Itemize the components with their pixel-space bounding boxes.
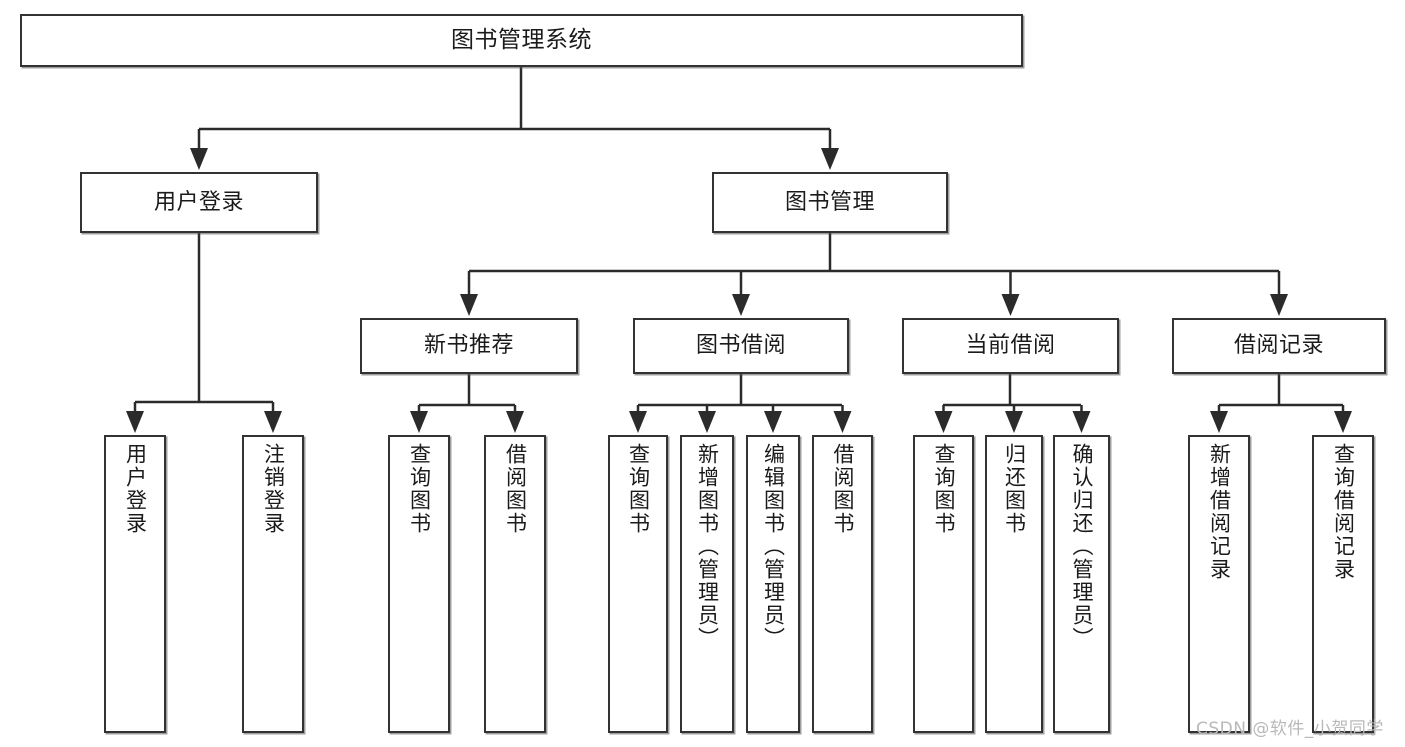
conn-root-to-level2-arrowhead — [821, 148, 839, 170]
node-leaf-query-book-3: 查询图书 — [913, 435, 974, 733]
node-label: 用户登录 — [123, 443, 148, 535]
node-leaf-user-logout: 注销登录 — [242, 435, 304, 733]
node-label: 查询图书 — [407, 443, 432, 535]
node-label: 借阅记录 — [1233, 333, 1324, 359]
conn-current-borrow-to-leaves-arrowhead — [1005, 411, 1023, 433]
node-leaf-add-book: 新增图书（管理员） — [680, 435, 734, 733]
node-label: 新增借阅记录 — [1207, 443, 1232, 581]
node-leaf-query-book-2: 查询图书 — [608, 435, 668, 733]
conn-current-borrow-to-leaves-arrowhead — [934, 411, 953, 433]
conn-borrow-record-to-leaves-arrowhead — [1210, 411, 1228, 433]
node-leaf-borrow-book-1: 借阅图书 — [484, 435, 546, 733]
node-label: 编辑图书（管理员） — [761, 443, 786, 650]
node-user-login: 用户登录 — [80, 172, 318, 233]
watermark-text: CSDN @软件_小贺同学 — [1196, 719, 1384, 739]
conn-book-manage-to-level3-arrowhead — [732, 294, 750, 316]
node-new-book-rec: 新书推荐 — [360, 318, 578, 374]
conn-new-book-rec-to-leaves-arrowhead — [410, 411, 428, 433]
node-leaf-user-login: 用户登录 — [104, 435, 166, 733]
node-leaf-return-book: 归还图书 — [985, 435, 1043, 733]
conn-book-manage-to-level3-arrowhead — [460, 294, 478, 316]
node-leaf-query-book-1: 查询图书 — [388, 435, 450, 733]
node-label: 查询图书 — [626, 443, 651, 535]
node-label: 当前借阅 — [965, 333, 1056, 359]
node-leaf-confirm-return: 确认归还（管理员） — [1053, 435, 1110, 733]
node-label: 用户登录 — [153, 189, 244, 215]
conn-user-login-to-leaves-arrowhead — [126, 411, 144, 433]
connectors-group — [126, 67, 1352, 433]
node-label: 查询图书 — [931, 443, 956, 535]
node-label: 查询借阅记录 — [1331, 443, 1356, 581]
node-root: 图书管理系统 — [20, 14, 1023, 67]
conn-book-manage-to-level3-arrowhead — [1001, 294, 1020, 316]
node-label: 图书借阅 — [695, 333, 786, 359]
node-book-borrow: 图书借阅 — [633, 318, 849, 374]
node-leaf-query-record: 查询借阅记录 — [1312, 435, 1374, 733]
node-label: 注销登录 — [261, 443, 286, 535]
node-book-manage: 图书管理 — [712, 172, 948, 233]
node-label: 图书管理系统 — [451, 27, 592, 54]
node-leaf-edit-book: 编辑图书（管理员） — [746, 435, 800, 733]
node-label: 新增图书（管理员） — [695, 443, 720, 650]
conn-borrow-record-to-leaves-arrowhead — [1334, 411, 1352, 433]
node-label: 新书推荐 — [423, 333, 514, 359]
node-current-borrow: 当前借阅 — [902, 318, 1119, 374]
node-label: 确认归还（管理员） — [1069, 443, 1094, 650]
conn-root-to-level2-arrowhead — [190, 148, 208, 170]
node-borrow-record: 借阅记录 — [1172, 318, 1386, 374]
node-label: 图书管理 — [784, 189, 875, 215]
conn-new-book-rec-to-leaves-arrowhead — [506, 411, 524, 433]
conn-book-borrow-to-leaves-arrowhead — [698, 411, 716, 433]
node-label: 借阅图书 — [830, 443, 855, 535]
conn-book-borrow-to-leaves-arrowhead — [764, 411, 782, 433]
conn-book-borrow-to-leaves-arrowhead — [833, 411, 852, 433]
conn-current-borrow-to-leaves-arrowhead — [1072, 411, 1091, 433]
conn-user-login-to-leaves-arrowhead — [264, 411, 282, 433]
conn-book-manage-to-level3-arrowhead — [1270, 294, 1288, 316]
node-label: 借阅图书 — [503, 443, 528, 535]
node-label: 归还图书 — [1002, 443, 1027, 535]
node-leaf-borrow-book-2: 借阅图书 — [812, 435, 873, 733]
conn-book-borrow-to-leaves-arrowhead — [629, 411, 647, 433]
node-leaf-add-record: 新增借阅记录 — [1188, 435, 1250, 733]
